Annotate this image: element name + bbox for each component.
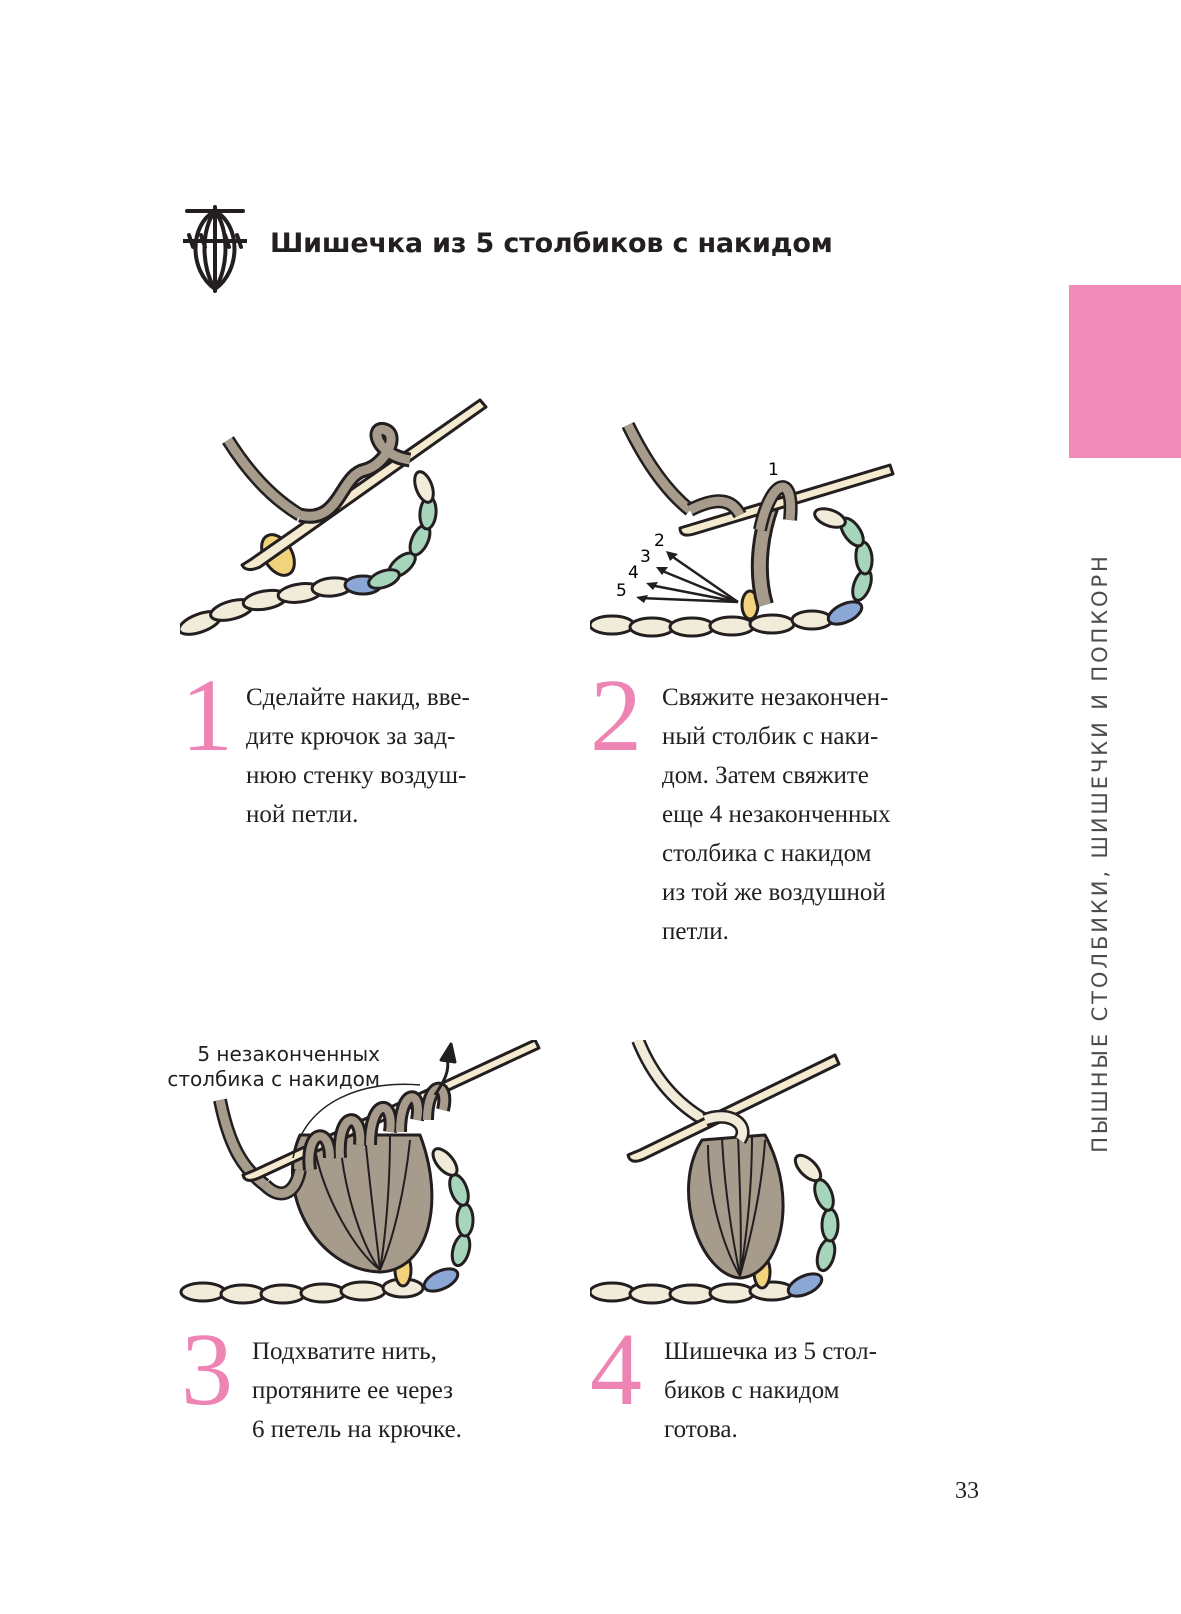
step-2-line: дом. Затем свяжите bbox=[662, 762, 869, 789]
step-number-1: 1 bbox=[181, 658, 233, 773]
step-2-line: из той же воздушной bbox=[662, 879, 886, 906]
step-number-4: 4 bbox=[590, 1312, 642, 1427]
step-number-2: 2 bbox=[590, 658, 642, 773]
page-title: Шишечка из 5 столбиков с накидом bbox=[270, 228, 833, 259]
step-4-line: Шишечка из 5 стол- bbox=[664, 1338, 877, 1365]
step-2-illustration: 1 2 3 4 5 bbox=[590, 421, 895, 638]
illustration-3-annotation: 5 незаконченных столбика с накидом bbox=[150, 1042, 380, 1092]
loop-label-2: 2 bbox=[654, 531, 665, 551]
chapter-label: ПЫШНЫЕ СТОЛБИКИ, ШИШЕЧКИ И ПОПКОРН bbox=[1088, 533, 1112, 1173]
arrow-icon bbox=[669, 553, 739, 604]
arrow-icon bbox=[439, 1042, 457, 1064]
step-1-line: Сделайте накид, вве- bbox=[246, 684, 470, 711]
step-4-line: биков с накидом bbox=[664, 1377, 840, 1404]
section-tab bbox=[1069, 285, 1181, 458]
step-2-line: петли. bbox=[662, 918, 729, 945]
crochet-hook-icon bbox=[240, 398, 488, 572]
annotation-line: столбика с накидом bbox=[167, 1067, 380, 1091]
annotation-line: 5 незаконченных bbox=[197, 1042, 380, 1066]
loop-label-3: 3 bbox=[640, 547, 651, 567]
step-3-line: протяните ее через bbox=[252, 1377, 454, 1404]
step-4-illustration bbox=[590, 1040, 841, 1305]
step-4-line: готова. bbox=[664, 1416, 738, 1443]
step-1-line: дите крючок за зад- bbox=[246, 723, 456, 750]
step-1-text: Сделайте накид, вве- дите крючок за зад-… bbox=[246, 678, 470, 834]
step-2-line: столбика с накидом bbox=[662, 840, 872, 867]
step-3-text: Подхватите нить, протяните ее через 6 пе… bbox=[252, 1332, 462, 1449]
cluster-stitch-symbol-icon bbox=[183, 205, 247, 293]
step-3-illustration bbox=[179, 1040, 541, 1305]
step-3-line: 6 петель на крючке. bbox=[252, 1416, 462, 1443]
step-2-line: Свяжите незакончен- bbox=[662, 684, 889, 711]
step-2-line: еще 4 незаконченных bbox=[662, 801, 891, 828]
step-1-line: ной петли. bbox=[246, 801, 359, 828]
chapter-label-text: ПЫШНЫЕ СТОЛБИКИ, ШИШЕЧКИ И ПОПКОРН bbox=[1088, 553, 1112, 1153]
page-number: 33 bbox=[955, 1478, 979, 1504]
step-number-3: 3 bbox=[181, 1312, 233, 1427]
loop-label-4: 4 bbox=[628, 563, 639, 583]
loop-label-5: 5 bbox=[616, 581, 627, 601]
step-4-text: Шишечка из 5 стол- биков с накидом готов… bbox=[664, 1332, 877, 1449]
step-2-line: ный столбик с наки- bbox=[662, 723, 879, 750]
step-1-illustration bbox=[180, 398, 488, 636]
loop-label-1: 1 bbox=[768, 460, 779, 480]
step-3-line: Подхватите нить, bbox=[252, 1338, 437, 1365]
step-2-text: Свяжите незакончен- ный столбик с наки- … bbox=[662, 678, 891, 951]
step-1-line: нюю стенку воздуш- bbox=[246, 762, 467, 789]
